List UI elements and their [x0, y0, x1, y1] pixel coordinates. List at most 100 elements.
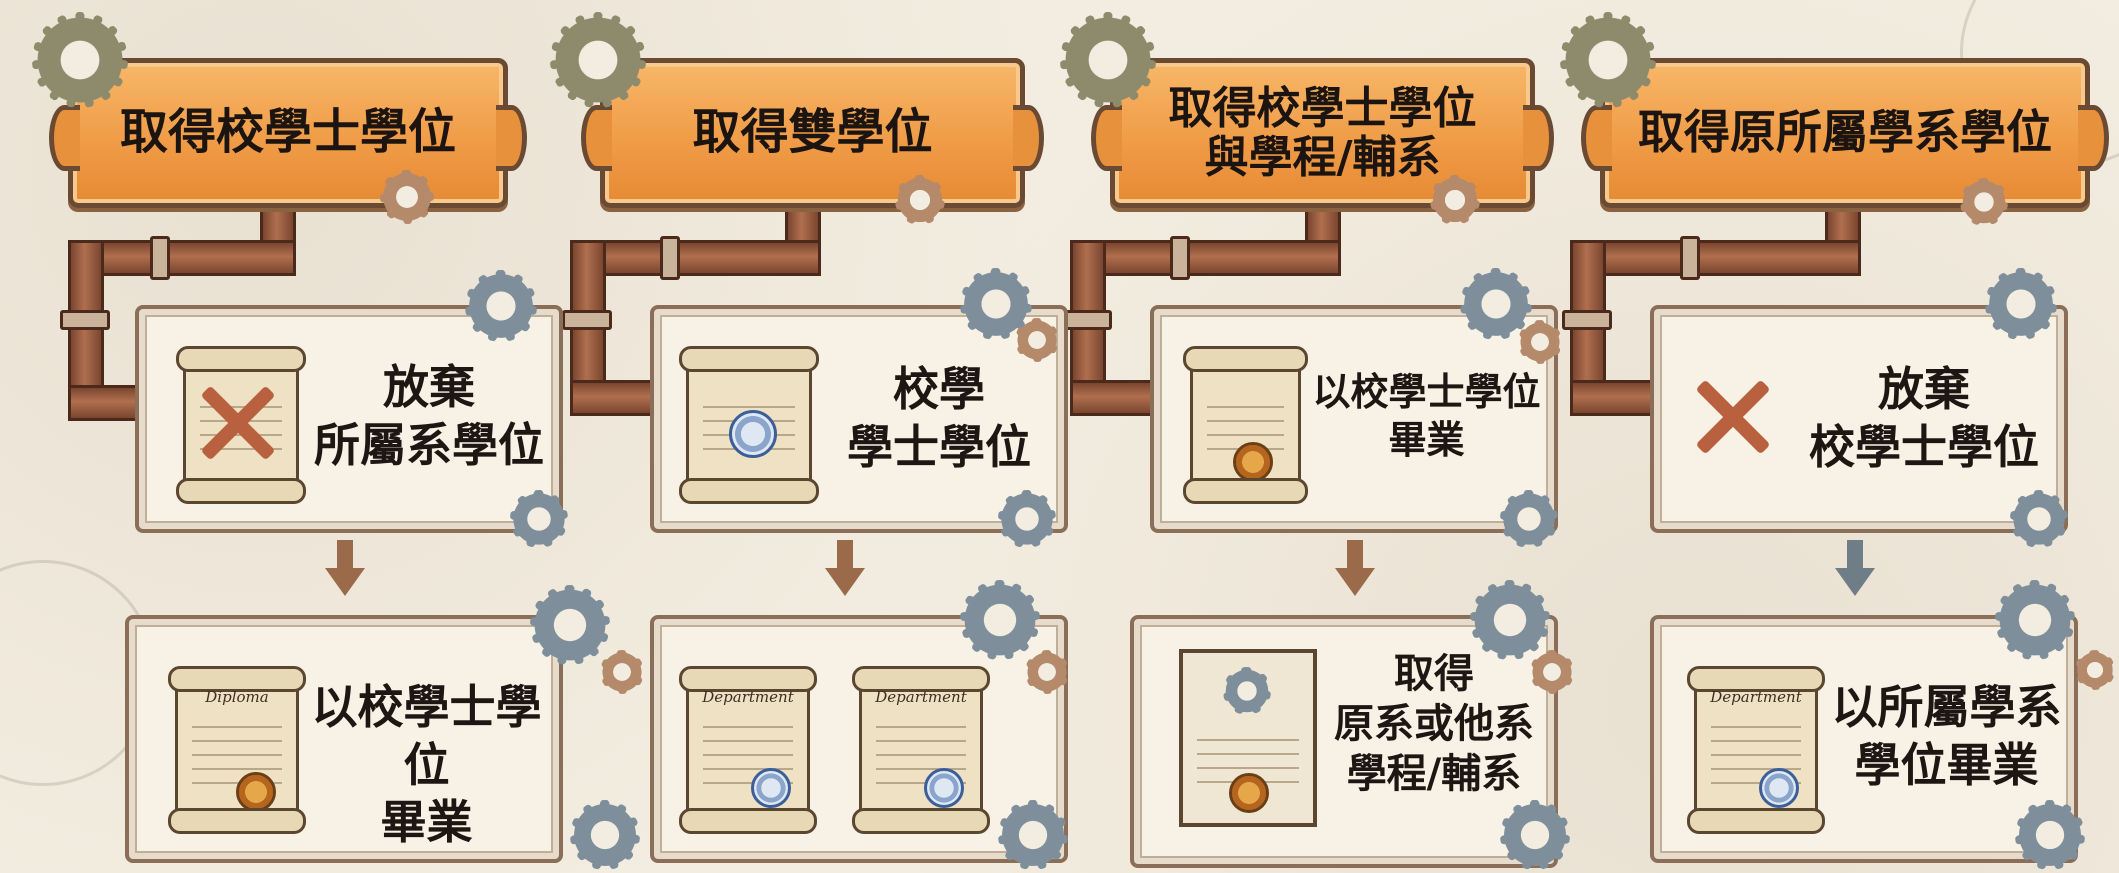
gear-icon	[1995, 580, 2075, 660]
card-line: 原系或他系	[1334, 701, 1534, 747]
gear-icon	[1960, 178, 2008, 226]
card-text: 放棄 校學士學位	[1794, 361, 2054, 476]
card-line: 學位畢業	[1854, 737, 2039, 792]
card-line: 畢業	[380, 795, 473, 849]
medal-icon	[236, 772, 276, 812]
gear-icon	[998, 800, 1068, 870]
card-line: 學士學位	[847, 419, 1031, 474]
banner-title: 取得校學士學位	[119, 104, 456, 161]
diploma-caption: Diploma	[205, 688, 269, 706]
card-result: Department Department	[650, 615, 1068, 863]
cross-icon	[1692, 377, 1772, 457]
arrow-down-icon	[825, 540, 865, 598]
gear-icon	[2015, 800, 2085, 870]
seal-icon	[1759, 768, 1799, 808]
banner-title: 取得原所屬學系學位	[1638, 105, 2052, 160]
gear-icon	[1985, 268, 2057, 340]
card-line: 放棄	[383, 360, 475, 414]
gear-icon	[1025, 650, 1069, 694]
card-line: 以所屬學系	[1831, 680, 2062, 734]
pipe-icon	[70, 240, 296, 276]
gear-icon	[600, 650, 644, 694]
banner-title: 與學程/輔系	[1204, 132, 1441, 183]
gear-icon	[2010, 490, 2068, 548]
card-action: 校學 學士學位	[650, 305, 1068, 533]
pipe-joint	[1562, 310, 1612, 330]
card-line: 所屬系學位	[314, 417, 544, 472]
gear-icon	[1460, 268, 1532, 340]
card-line: 以校學士學位	[1312, 370, 1541, 414]
scroll-icon	[1183, 346, 1308, 504]
pipe-joint	[1170, 236, 1190, 280]
scroll-lines	[192, 714, 282, 784]
card-line: 取得	[1394, 651, 1474, 697]
card-text: 放棄 所屬系學位	[314, 359, 544, 474]
arrow-down-icon	[1335, 540, 1375, 598]
seal-icon	[751, 768, 791, 808]
card-result: Department 以所屬學系 學位畢業	[1650, 615, 2078, 863]
diploma-icon: Department	[852, 666, 990, 834]
card-result: Diploma 以校學士學位 畢業	[125, 615, 563, 863]
gear-icon	[510, 490, 568, 548]
gear-icon	[960, 580, 1040, 660]
card-line: 校學士學位	[1809, 419, 2039, 474]
certificate-icon	[1179, 649, 1317, 827]
scroll-icon	[679, 346, 819, 504]
gear-icon	[550, 12, 646, 108]
pipe-icon	[1572, 240, 1861, 276]
pipe-icon	[1070, 380, 1156, 416]
gear-icon	[465, 270, 537, 342]
pipe-icon	[570, 380, 656, 416]
diploma-caption: Department	[1710, 688, 1802, 706]
column-1: 取得校學士學位 放棄 所屬系學位 Diploma 以校學士學位 畢業	[10, 0, 644, 873]
arrow-down-icon	[1835, 540, 1875, 598]
gear-icon	[895, 175, 945, 225]
banner-1: 取得校學士學位	[49, 58, 527, 208]
gear-icon	[1560, 12, 1656, 108]
diploma-icon: Department	[1687, 666, 1825, 834]
column-2: 取得雙學位 校學 學士學位 Department Department	[520, 0, 1069, 873]
card-text: 校學 學士學位	[819, 361, 1059, 476]
arrow-down-icon	[325, 540, 365, 598]
column-4: 取得原所屬學系學位 放棄 校學士學位 Department 以所屬學系 學位畢業	[1540, 0, 2115, 873]
diploma-icon: Diploma	[168, 666, 306, 834]
seal-icon	[729, 410, 777, 458]
gear-icon	[1430, 175, 1480, 225]
gear-icon	[1223, 667, 1271, 715]
diploma-caption: Department	[702, 688, 794, 706]
card-text: 以所屬學系 學位畢業	[1829, 679, 2064, 794]
cross-icon	[197, 383, 277, 463]
card-text: 取得 原系或他系 學程/輔系	[1324, 649, 1544, 799]
diploma-caption: Department	[875, 688, 967, 706]
gear-icon	[1470, 580, 1550, 660]
card-line: 學程/輔系	[1346, 751, 1522, 797]
pipe-joint	[1062, 310, 1112, 330]
gear-icon	[1060, 12, 1156, 108]
card-text: 以校學士學位 畢業	[304, 679, 549, 852]
gear-icon	[380, 170, 434, 224]
card-text: 以校學士學位 畢業	[1304, 369, 1549, 464]
card-result: 取得 原系或他系 學程/輔系	[1130, 615, 1558, 868]
pipe-joint	[150, 236, 170, 280]
card-line: 放棄	[1878, 362, 1970, 416]
card-line: 以校學士學位	[311, 680, 542, 792]
gear-icon	[1530, 650, 1574, 694]
pipe-icon	[1570, 380, 1656, 416]
banner-4: 取得原所屬學系學位	[1581, 58, 2109, 208]
card-action: 以校學士學位 畢業	[1150, 305, 1558, 533]
pipe-joint	[1680, 236, 1700, 280]
card-line: 畢業	[1388, 417, 1465, 462]
card-action: 放棄 校學士學位	[1650, 305, 2068, 533]
pipe-joint	[60, 310, 110, 330]
pipe-icon	[1072, 240, 1341, 276]
gear-icon	[1015, 318, 1059, 362]
diploma-icon: Department	[679, 666, 817, 834]
gear-icon	[570, 800, 640, 870]
gear-icon	[2075, 650, 2115, 690]
medal-icon	[1229, 773, 1269, 813]
gear-icon	[530, 585, 610, 665]
pipe-icon	[572, 240, 821, 276]
banner-title: 取得校學士學位	[1168, 82, 1477, 134]
gear-icon	[1500, 800, 1570, 870]
card-line: 校學	[893, 362, 985, 416]
